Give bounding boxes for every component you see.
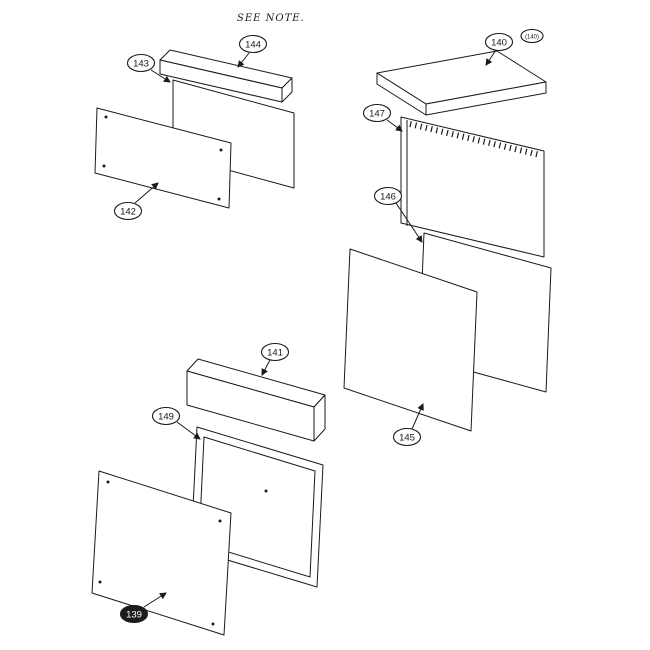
callout-146: 146 [373, 186, 423, 243]
callout-142: 142 [113, 182, 159, 221]
svg-text:146: 146 [380, 192, 396, 203]
callout-147: 147 [362, 103, 403, 132]
callout-141: 141 [260, 342, 290, 376]
svg-text:139: 139 [126, 610, 142, 621]
svg-text:(140): (140) [525, 35, 539, 41]
see-note-text: SEE NOTE. [237, 13, 305, 24]
svg-text:147: 147 [369, 109, 385, 120]
svg-text:141: 141 [267, 348, 283, 359]
svg-text:140: 140 [491, 38, 507, 49]
callout-149: 149 [151, 406, 201, 440]
part-144-top-bar [159, 49, 293, 103]
svg-text:142: 142 [120, 207, 136, 218]
part-139-panel [91, 470, 232, 636]
callout-139: 139 [119, 592, 167, 624]
callout-144: 144 [237, 34, 268, 68]
part-147-vented-panel [400, 116, 545, 258]
svg-text:149: 149 [158, 412, 174, 423]
callout-143: 143 [126, 53, 171, 83]
callout-140: 140 [484, 32, 514, 66]
svg-text:145: 145 [399, 433, 415, 444]
svg-text:143: 143 [133, 59, 149, 70]
part-145-front-panel [343, 248, 478, 432]
callout-145: 145 [392, 403, 424, 447]
part-142-panel [94, 107, 232, 209]
part-140-top-shelf [376, 50, 547, 116]
callout-140-secondary: (140) [520, 28, 544, 44]
part-141-box-bar [186, 358, 326, 442]
svg-text:144: 144 [245, 40, 261, 51]
